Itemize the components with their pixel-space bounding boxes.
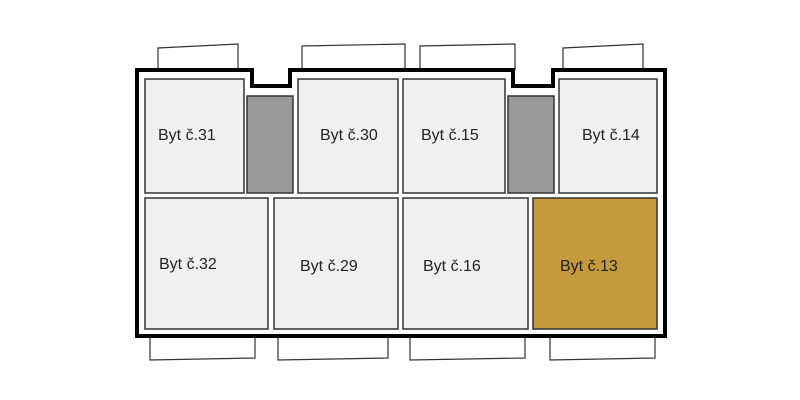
apartment-16-area[interactable] — [402, 197, 529, 330]
apartment-13[interactable]: Byt č.13 — [532, 197, 658, 330]
apartment-29-area[interactable] — [273, 197, 399, 330]
balcony-bottom-1 — [149, 336, 256, 361]
apartment-14-area[interactable] — [558, 78, 658, 194]
balcony-bottom-4 — [549, 336, 656, 361]
apartment-30-label: Byt č.30 — [320, 127, 378, 144]
apartment-13-label: Byt č.13 — [560, 258, 618, 275]
apartment-30[interactable]: Byt č.30 — [297, 78, 399, 194]
apartment-16-label: Byt č.16 — [423, 258, 481, 275]
apartment-14-label: Byt č.14 — [582, 127, 640, 144]
apartment-16[interactable]: Byt č.16 — [402, 197, 529, 330]
apartment-31[interactable]: Byt č.31 — [144, 78, 245, 194]
balcony-top-2 — [301, 43, 406, 70]
apartment-14[interactable]: Byt č.14 — [558, 78, 658, 194]
balcony-top-1 — [157, 43, 239, 70]
apartment-29[interactable]: Byt č.29 — [273, 197, 399, 330]
service-shaft-left — [246, 95, 294, 194]
apartment-32-area[interactable] — [144, 197, 269, 330]
apartment-13-area[interactable] — [532, 197, 658, 330]
balcony-top-3 — [419, 43, 516, 70]
apartment-32[interactable]: Byt č.32 — [144, 197, 269, 330]
balcony-bottom-2 — [277, 336, 389, 361]
apartment-29-label: Byt č.29 — [300, 258, 358, 275]
apartment-15[interactable]: Byt č.15 — [402, 78, 506, 194]
balcony-top-4 — [562, 43, 644, 70]
apartment-30-area[interactable] — [297, 78, 399, 194]
apartment-32-label: Byt č.32 — [159, 256, 217, 273]
balcony-bottom-3 — [409, 336, 526, 361]
apartment-31-area[interactable] — [144, 78, 245, 194]
apartment-15-area[interactable] — [402, 78, 506, 194]
service-shaft-right — [507, 95, 555, 194]
apartment-31-label: Byt č.31 — [158, 127, 216, 144]
apartment-15-label: Byt č.15 — [421, 127, 479, 144]
